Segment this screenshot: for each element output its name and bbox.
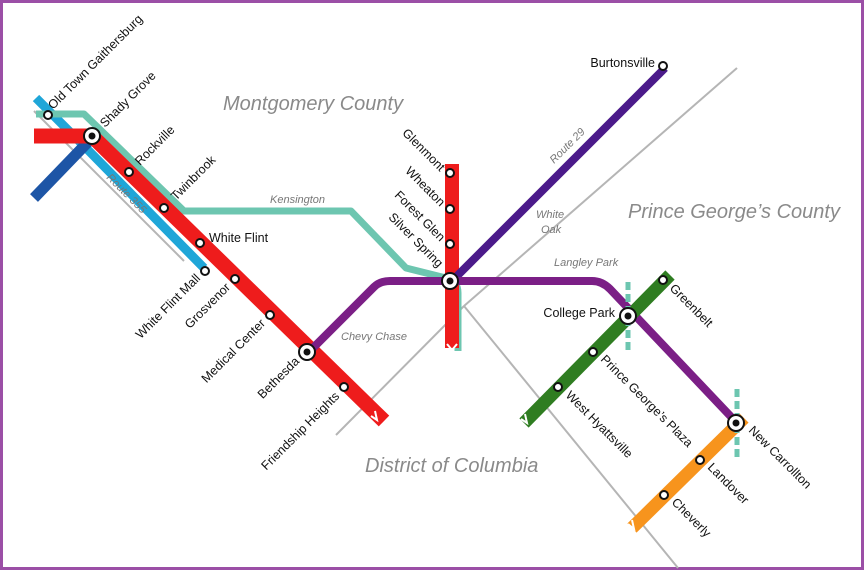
label-oak: Oak (541, 224, 562, 236)
station-grosvenor[interactable] (230, 274, 240, 284)
station-landover[interactable] (695, 455, 705, 465)
station-wheaton[interactable] (445, 204, 455, 214)
station-medical-center[interactable] (265, 310, 275, 320)
label-west-hyattsville: West Hyattsville (563, 388, 636, 461)
label-college-park: College Park (543, 306, 615, 320)
station-twinbrook[interactable] (159, 203, 169, 213)
station-silver-spring[interactable] (441, 272, 459, 290)
orange-line-end-mark (627, 519, 636, 532)
station-prince-georges-plaza[interactable] (588, 347, 598, 357)
station-friendship-heights[interactable] (339, 382, 349, 392)
red-line-branch (445, 164, 459, 348)
region-prince-georges-county: Prince George’s County (628, 201, 841, 223)
stations (43, 61, 705, 500)
station-white-flint[interactable] (195, 238, 205, 248)
red-line-end-mark-2 (370, 410, 379, 423)
orange-line (627, 413, 749, 533)
station-college-park[interactable] (619, 307, 637, 325)
station-glenmont[interactable] (445, 168, 455, 178)
purple-line (305, 277, 739, 425)
region-montgomery-county: Montgomery County (223, 93, 404, 115)
station-burtonsville[interactable] (658, 61, 668, 71)
station-white-flint-mall[interactable] (200, 266, 210, 276)
transit-map: Montgomery County Prince George’s County… (30, 12, 841, 569)
station-cheverly[interactable] (659, 490, 669, 500)
station-old-town-gaithersburg[interactable] (43, 110, 53, 120)
station-bethesda[interactable] (298, 343, 316, 361)
label-friendship-heights: Friendship Heights (259, 389, 343, 473)
label-chevy-chase: Chevy Chase (341, 331, 407, 343)
road-diagonal-dc (335, 305, 465, 436)
station-rockville[interactable] (124, 167, 134, 177)
label-rockville: Rockville (132, 123, 177, 168)
label-bethesda: Bethesda (255, 354, 302, 401)
label-white: White (536, 209, 564, 221)
indigo-line (449, 65, 668, 284)
station-new-carrollton[interactable] (727, 414, 745, 432)
label-twinbrook: Twinbrook (168, 152, 219, 203)
label-cheverly: Cheverly (669, 495, 714, 540)
transfer-stations (83, 127, 745, 432)
navy-line (30, 138, 92, 202)
label-greenbelt: Greenbelt (667, 281, 716, 330)
label-shady-grove: Shady Grove (97, 69, 159, 131)
label-white-flint: White Flint (209, 231, 269, 245)
label-white-flint-mall: White Flint Mall (133, 271, 203, 341)
label-burtonsville: Burtonsville (590, 56, 655, 70)
label-langley-park: Langley Park (554, 257, 619, 269)
green-line-end-mark (520, 413, 529, 426)
label-landover: Landover (705, 460, 752, 507)
road-diagonal-pg (463, 67, 738, 307)
label-kensington: Kensington (270, 194, 325, 206)
station-forest-glen[interactable] (445, 239, 455, 249)
label-medical-center: Medical Center (199, 316, 268, 385)
red-line-end-mark (446, 343, 458, 352)
station-shady-grove[interactable] (83, 127, 101, 145)
station-greenbelt[interactable] (658, 275, 668, 285)
label-glenmont: Glenmont (400, 126, 449, 175)
region-district-of-columbia: District of Columbia (365, 455, 538, 477)
station-west-hyattsville[interactable] (553, 382, 563, 392)
label-new-carrollton: New Carrollton (746, 423, 814, 491)
road-southeast (463, 305, 679, 569)
